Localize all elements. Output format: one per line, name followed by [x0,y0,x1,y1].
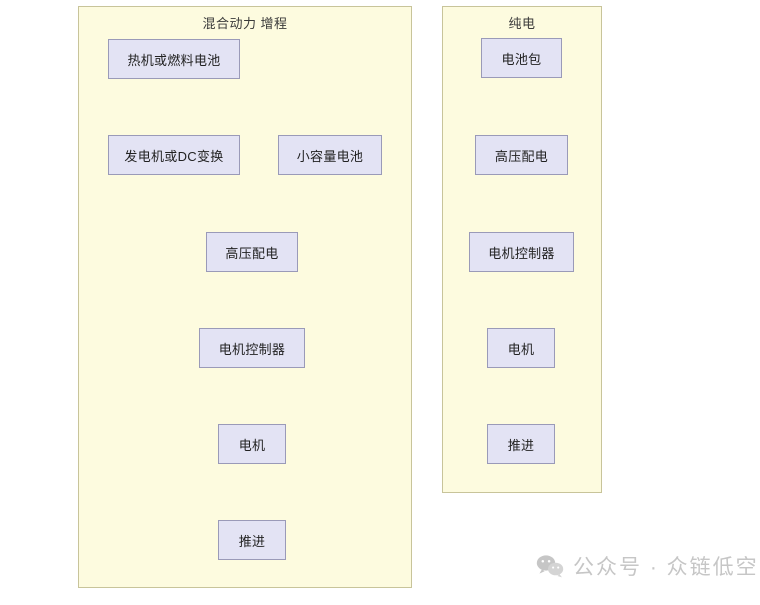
watermark-text: 公众号 · 众链低空 [573,556,759,579]
watermark: 公众号 · 众链低空 [536,551,759,581]
node-label: 电机控制器 [218,341,286,357]
node-e3[interactable]: 电机控制器 [469,232,574,272]
node-h1[interactable]: 热机或燃料电池 [108,39,240,79]
node-h6[interactable]: 电机 [218,424,286,464]
node-h7[interactable]: 推进 [218,520,286,560]
node-label: 推进 [507,437,535,453]
node-label: 电池包 [501,51,542,67]
group-hybrid: 混合动力 增程 [78,6,412,588]
group-title-pure-electric: 纯电 [508,16,536,31]
node-label: 小容量电池 [296,148,364,164]
group-title-hybrid: 混合动力 增程 [202,16,288,31]
node-label: 高压配电 [494,148,549,164]
node-label: 推进 [238,533,266,549]
node-e1[interactable]: 电池包 [481,38,562,78]
node-label: 电机控制器 [488,245,555,261]
node-label: 高压配电 [225,245,279,261]
node-label: 电机 [238,437,266,453]
node-h3[interactable]: 小容量电池 [278,135,382,175]
node-h5[interactable]: 电机控制器 [199,328,305,368]
wechat-icon [536,554,564,578]
node-h4[interactable]: 高压配电 [206,232,298,272]
node-e5[interactable]: 推进 [487,424,555,464]
node-label: 电机 [507,341,535,357]
node-e2[interactable]: 高压配电 [475,135,568,175]
node-label: 发电机或DC变换 [124,148,224,164]
node-label: 热机或燃料电池 [127,52,221,68]
node-h2[interactable]: 发电机或DC变换 [108,135,240,175]
node-e4[interactable]: 电机 [487,328,555,368]
